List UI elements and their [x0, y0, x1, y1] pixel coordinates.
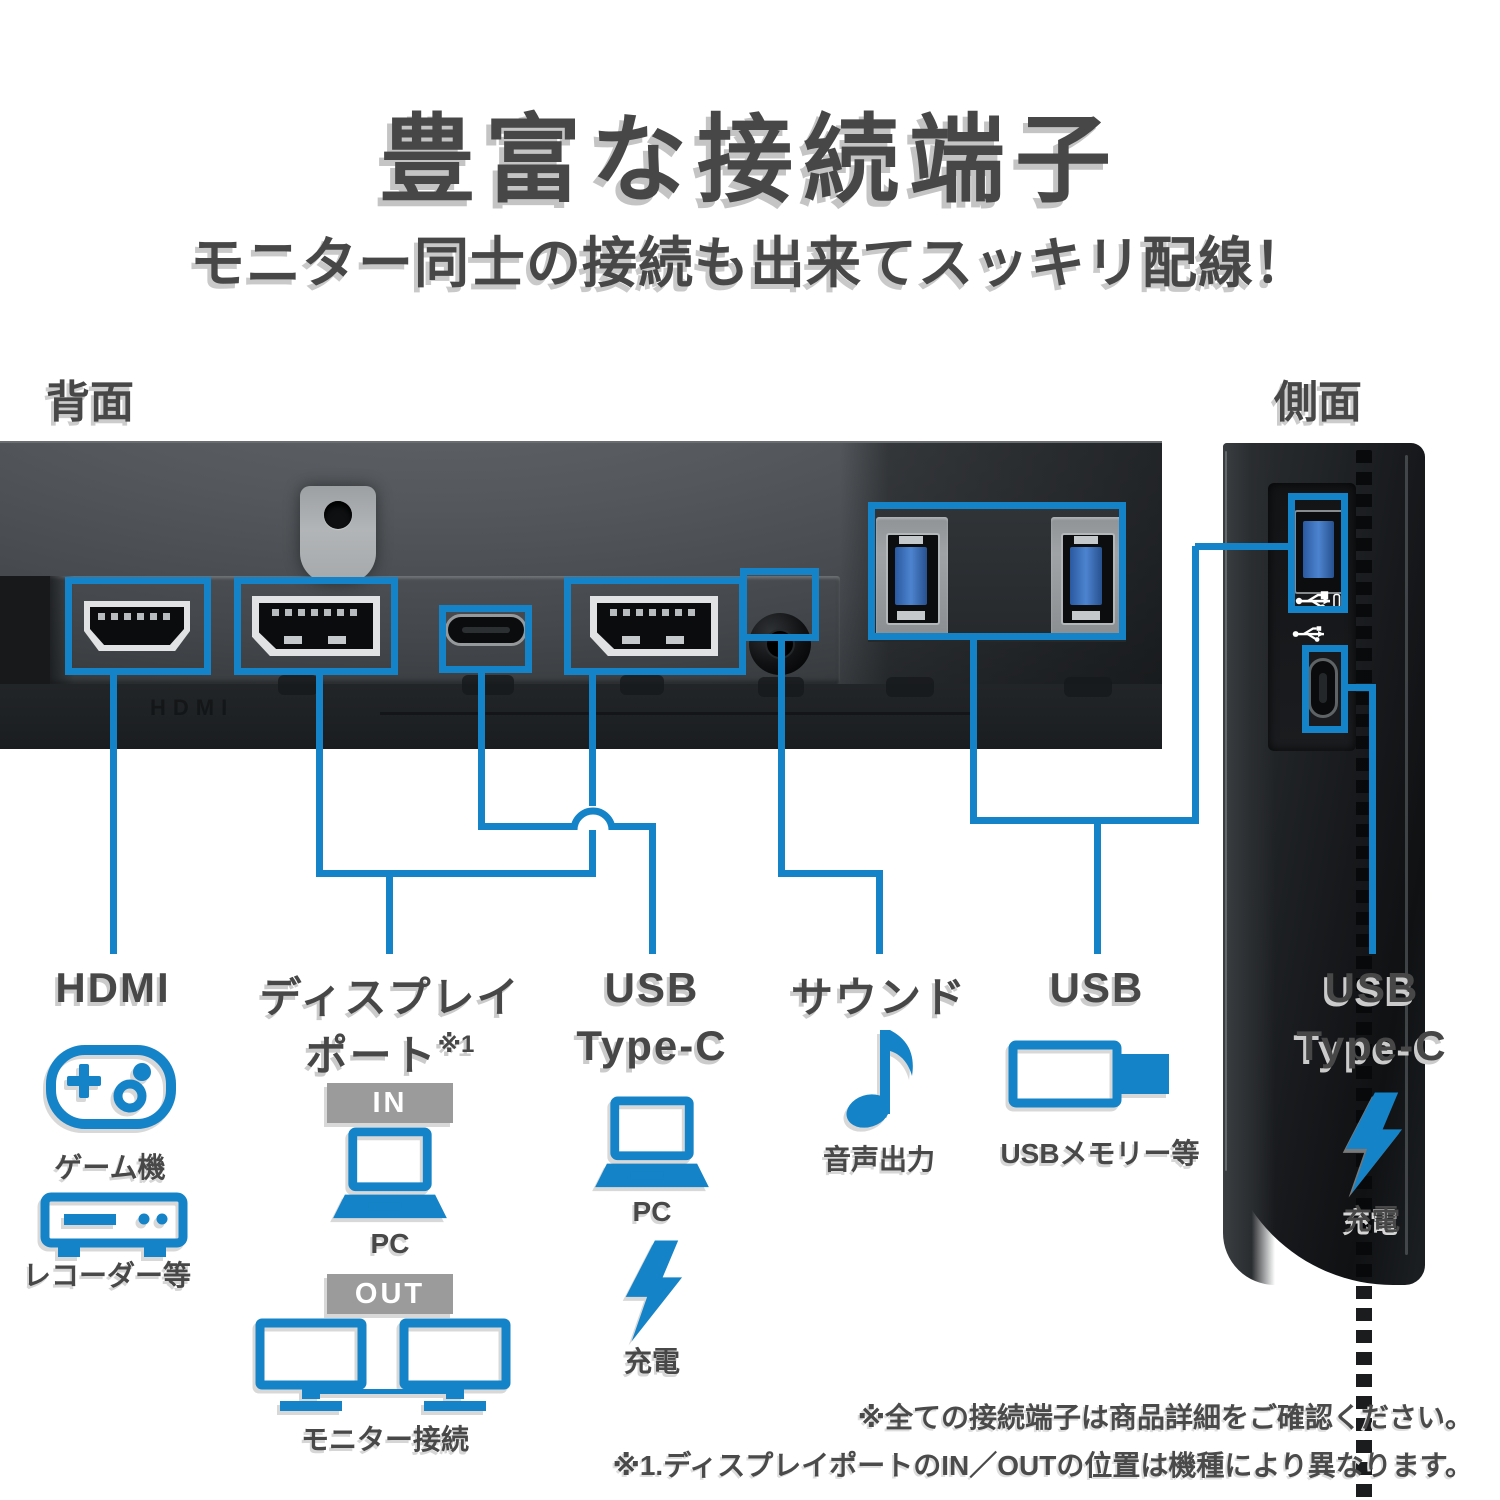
audio-port-box — [740, 568, 819, 641]
displayport-box-1 — [234, 577, 398, 675]
displayport-line-stub — [386, 875, 393, 954]
usb-line — [970, 638, 977, 824]
footnote-2: ※1.ディスプレイポートのIN／OUTの位置は機種により異なります。 — [612, 1450, 1473, 1481]
usb-heading: USB — [1049, 964, 1145, 1011]
recorder-caption: レコーダー等 — [22, 1260, 192, 1291]
usb-c-side-heading-line2: Type-C — [1296, 1022, 1448, 1069]
displayport-line-join — [316, 870, 596, 877]
charge-caption: 充電 — [623, 1346, 681, 1377]
side-usb-a-line — [1195, 543, 1288, 550]
side-view-label: 側面 — [1274, 378, 1362, 427]
line-crossover-arc — [570, 807, 616, 830]
displayport-heading-line2: ポート※1 — [305, 1031, 475, 1079]
usbc-logo-engraving — [462, 675, 514, 695]
hdmi-engraving: HDMI — [150, 695, 235, 720]
usb-c-line — [478, 671, 485, 827]
usb-line-h — [970, 817, 1199, 824]
usb-memory-icon — [1008, 1040, 1169, 1108]
dual-monitor-icon — [255, 1318, 511, 1411]
usb-logo-engraving — [886, 677, 934, 697]
side-panel-photo — [1223, 443, 1425, 1500]
vent-slots — [1356, 450, 1372, 1500]
back-panel-photo: HDMI — [0, 441, 1162, 749]
usb-c-line-stub — [649, 826, 656, 954]
side-usb-a-port-box — [1288, 493, 1348, 613]
usb-a-ports-box — [868, 502, 1126, 640]
laptop-icon — [595, 1096, 709, 1188]
game-controller-icon — [46, 1045, 176, 1129]
audio-line — [778, 639, 785, 877]
page-subtitle: モニター同士の接続も出来てスッキリ配線！ — [189, 232, 1310, 294]
audio-line-stub — [876, 874, 883, 954]
usb-a-port — [1051, 517, 1123, 639]
hdmi-port-box — [65, 577, 211, 675]
stand-mount-hole — [324, 501, 352, 529]
usb-c-heading-line2: Type-C — [576, 1022, 728, 1069]
side-usb-c-port — [1308, 658, 1338, 718]
monitor-connect-caption: モニター接続 — [300, 1424, 470, 1455]
hdmi-heading: HDMI — [55, 964, 171, 1011]
displayport-heading-line1: ディスプレイ — [259, 974, 521, 1021]
back-view-label: 背面 — [46, 378, 134, 427]
side-usb-c-line-h — [1347, 684, 1376, 691]
displayport-port — [252, 596, 380, 656]
recorder-icon — [40, 1192, 188, 1257]
footnote-1: ※全ての接続端子は商品詳細をご確認ください。 — [857, 1402, 1473, 1433]
dp-logo-engraving — [278, 675, 318, 695]
side-usb-c-line — [1369, 684, 1376, 954]
audio-line-h — [778, 870, 883, 877]
charge-caption: 充電 — [1343, 1204, 1401, 1235]
page-title: 豊富な接続端子 — [379, 107, 1121, 214]
pc-caption: PC — [632, 1196, 672, 1227]
hdmi-line — [110, 673, 117, 954]
photo-lower-band — [0, 684, 1162, 749]
in-badge: IN — [327, 1083, 453, 1123]
displayport-port — [590, 596, 718, 656]
usb-symbol-icon — [1292, 626, 1324, 642]
displayport-box-2 — [564, 577, 746, 675]
dp-logo-engraving — [620, 675, 664, 695]
usb-c-port — [445, 614, 527, 646]
usb-symbol-icon — [1295, 591, 1341, 610]
displayport-line-2-lower — [589, 830, 596, 877]
footnote-marker: ※1 — [437, 1031, 475, 1058]
sound-heading: サウンド — [790, 974, 968, 1021]
usb-line-stub — [1094, 820, 1101, 954]
usb-a-port — [876, 517, 948, 639]
side-usb-c-port-box — [1302, 645, 1348, 733]
usb-c-line-h2 — [610, 823, 656, 830]
displayport-line-1 — [316, 673, 323, 875]
usb-c-heading-line1: USB — [604, 964, 700, 1011]
lightning-icon — [625, 1240, 683, 1342]
lightning-icon — [1345, 1092, 1403, 1194]
displayport-line-2-upper — [589, 673, 596, 806]
music-note-icon — [846, 1030, 913, 1128]
usb-memory-caption: USBメモリー等 — [1000, 1138, 1200, 1169]
audio-output-caption: 音声出力 — [822, 1144, 936, 1175]
usb-c-side-heading-line1: USB — [1324, 964, 1420, 1011]
usb-c-line-h1 — [478, 823, 575, 830]
usb-line-side-v — [1192, 546, 1199, 824]
pc-caption: PC — [370, 1228, 410, 1259]
usb-logo-engraving — [1064, 677, 1112, 697]
usb-c-port-box — [439, 605, 532, 673]
hdmi-port — [84, 601, 190, 651]
game-console-caption: ゲーム機 — [54, 1152, 166, 1183]
out-badge: OUT — [327, 1274, 453, 1314]
laptop-icon — [333, 1127, 447, 1219]
